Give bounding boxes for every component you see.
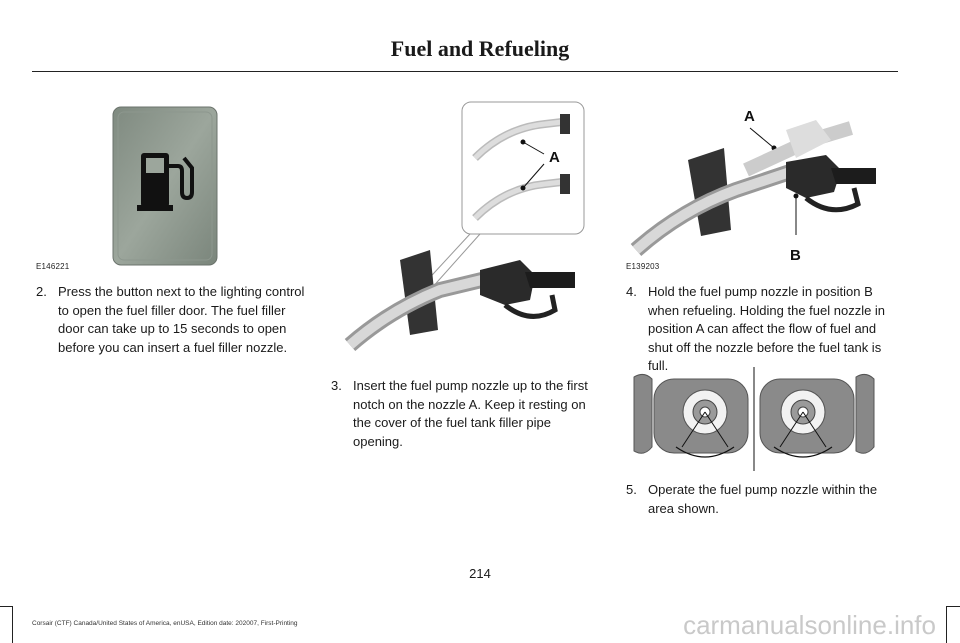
step-number: 5.	[626, 482, 637, 497]
footer-text: Corsair (CTF) Canada/United States of Am…	[32, 620, 298, 627]
page-title: Fuel and Refueling	[390, 36, 570, 61]
callout-label-a: A	[744, 108, 755, 125]
step-text: Insert the fuel pump nozzle up to the fi…	[353, 378, 588, 449]
fuel-pump-button-icon	[112, 106, 218, 266]
watermark: carmanualsonline.info	[683, 610, 936, 640]
step-3: 3. Insert the fuel pump nozzle up to the…	[331, 377, 603, 451]
crop-mark	[946, 606, 960, 607]
step-text: Press the button next to the lighting co…	[58, 284, 305, 355]
step-number: 4.	[626, 284, 637, 299]
figure-id: E139203	[626, 262, 660, 271]
step-number: 3.	[331, 378, 342, 393]
step-2: 2. Press the button next to the lighting…	[36, 283, 308, 357]
step-5: 5. Operate the fuel pump nozzle within t…	[626, 481, 898, 518]
page-number: 214	[469, 566, 491, 581]
step-text: Operate the fuel pump nozzle within the …	[648, 482, 878, 516]
callout-label-a: A	[549, 149, 560, 166]
crop-mark	[12, 606, 13, 643]
step-text: Hold the fuel pump nozzle in position B …	[648, 284, 886, 373]
figure-id: E146221	[36, 262, 70, 271]
fuel-button-figure	[112, 106, 218, 266]
callout-label-b: B	[790, 247, 801, 264]
step-number: 2.	[36, 284, 47, 299]
step-4: 4. Hold the fuel pump nozzle in position…	[626, 283, 898, 376]
fuel-nozzle-illustration: A	[344, 101, 585, 352]
operating-area-figure	[630, 367, 878, 471]
nozzle-insert-figure: A	[330, 100, 590, 358]
nozzle-position-illustration: A B	[630, 108, 876, 264]
filler-opening-illustration	[633, 367, 875, 471]
header-rule	[32, 71, 898, 72]
crop-mark	[0, 606, 12, 607]
nozzle-position-figure: A B	[626, 100, 896, 265]
crop-mark	[946, 606, 947, 643]
